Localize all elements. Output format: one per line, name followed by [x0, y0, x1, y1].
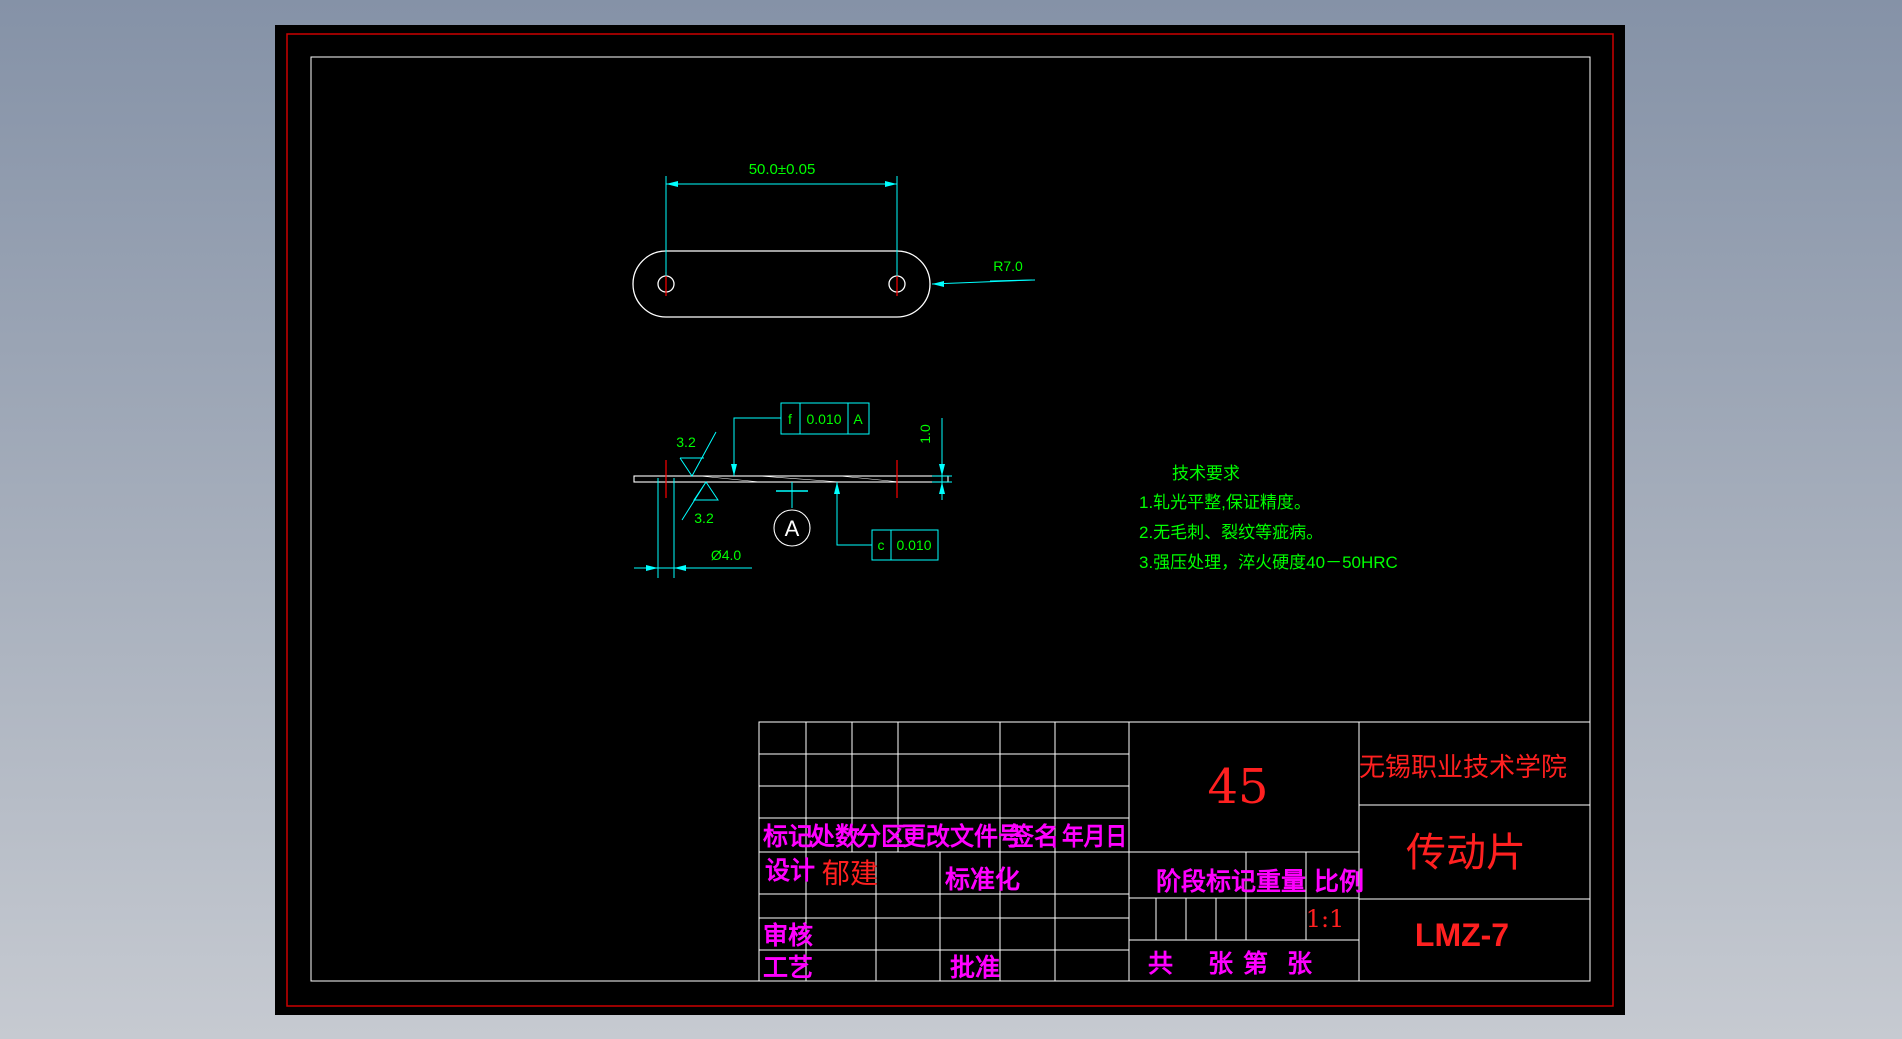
flatness-value: 0.010 [806, 411, 841, 427]
roughness-top-text: 3.2 [676, 434, 696, 450]
role-process: 工艺 [763, 954, 813, 982]
flatness-frame [780, 402, 870, 435]
roughness-symbol-top [679, 431, 717, 477]
material: 45 [1207, 759, 1268, 815]
length-dimension-text: 50.0±0.05 [749, 161, 816, 178]
plate-section [633, 475, 949, 483]
role-standardize: 标准化 [945, 866, 1020, 894]
note-1: 1.轧光平整,保证精度。 [1139, 493, 1311, 512]
datum-label: A [785, 516, 800, 541]
weight-label: 重量 [1256, 868, 1306, 896]
scale-label: 比例 [1314, 868, 1364, 896]
thickness-arrow-top [939, 464, 945, 476]
header-change-doc: 更改文件号 [902, 822, 1022, 851]
flatness-leader [733, 417, 781, 476]
header-signature: 签名 [1008, 822, 1059, 851]
sheets-total: 共 [1148, 950, 1173, 978]
flatness-leader-arrow [731, 464, 737, 476]
radius-leader-shoulder [989, 279, 1036, 282]
part-name: 传动片 [1406, 831, 1526, 875]
roughness-symbol-bottom [681, 481, 719, 521]
top-view [632, 176, 1036, 318]
header-date: 年月日 [1062, 822, 1127, 851]
section-hatch-1 [699, 475, 761, 483]
section-hatch-3 [839, 475, 901, 483]
thickness-arrow-bottom [939, 482, 945, 494]
drawing-sheet [275, 25, 1625, 1015]
stage-mark-label: 阶段标记 [1156, 867, 1256, 896]
diameter-arrow-2 [674, 565, 686, 571]
role-review: 审核 [763, 921, 813, 950]
bottom-tolerance-arrow [834, 482, 840, 494]
sheets-unit-1: 张 [1208, 950, 1234, 978]
header-count: 处数 [809, 823, 861, 851]
school-name: 无锡职业技术学院 [1359, 752, 1567, 782]
bottom-tolerance-value: 0.010 [896, 537, 931, 553]
outer-border [286, 33, 1614, 1007]
bottom-tolerance-frame [871, 529, 939, 561]
side-view [633, 402, 952, 578]
section-hatch-2 [759, 475, 841, 483]
note-3: 3.强压处理，淬火硬度40－50HRC [1139, 553, 1398, 572]
notes-heading: 技术要求 [1172, 464, 1240, 483]
designer-name: 郁建 [822, 858, 878, 889]
roughness-bottom-text: 3.2 [694, 510, 714, 526]
sheets-nth: 第 [1243, 949, 1268, 978]
header-zone: 分区 [856, 823, 906, 851]
thickness-text: 1.0 [917, 424, 933, 444]
role-design: 设计 [765, 857, 815, 885]
flatness-datum: A [853, 411, 863, 427]
scale-value: 1:1 [1306, 905, 1345, 933]
datum-circle [773, 509, 811, 547]
plate-outline [632, 250, 931, 318]
diameter-arrow-1 [646, 565, 658, 571]
diameter-text: Ø4.0 [711, 547, 742, 563]
radius-arrow [932, 281, 944, 287]
radius-text: R7.0 [993, 258, 1023, 274]
title-block-grid [758, 721, 1591, 982]
role-approve: 批准 [950, 954, 1000, 982]
header-mark: 标记 [763, 823, 813, 851]
drawing-number: LMZ-7 [1415, 917, 1509, 953]
bottom-tolerance-symbol: c [878, 537, 885, 553]
sheets-unit-2: 张 [1287, 950, 1313, 978]
note-2: 2.无毛刺、裂纹等疵病。 [1139, 523, 1323, 542]
arrow-right [885, 181, 897, 187]
bottom-tolerance-leader [836, 482, 872, 546]
flatness-symbol: f [788, 411, 792, 427]
arrow-left [666, 181, 678, 187]
